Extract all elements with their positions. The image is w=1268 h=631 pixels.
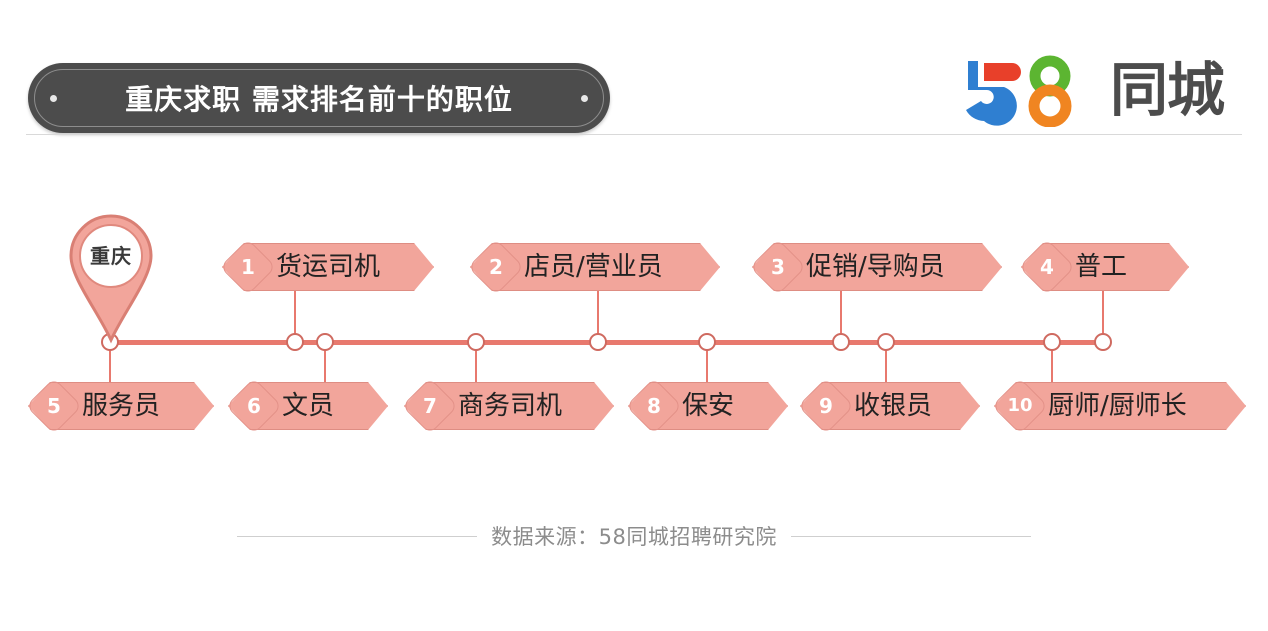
stem-rank-3 — [840, 291, 842, 342]
stem-rank-6 — [324, 342, 326, 384]
timeline-node-1[interactable] — [286, 333, 304, 351]
rank-label: 促销/导购员 — [806, 252, 945, 282]
header-divider — [26, 134, 1242, 135]
timeline-node-7[interactable] — [467, 333, 485, 351]
rank-label: 店员/营业员 — [524, 252, 663, 282]
page-title: 重庆求职 需求排名前十的职位 — [125, 83, 513, 116]
rank-banner-8[interactable]: 8 保安 — [625, 377, 788, 435]
rank-banner-3[interactable]: 3 促销/导购员 — [749, 238, 1002, 296]
stem-rank-2 — [597, 291, 599, 342]
rank-label: 保安 — [682, 391, 735, 421]
banner-shape — [228, 382, 388, 430]
stem-rank-8 — [706, 342, 708, 384]
footer-rule-right — [790, 535, 1031, 537]
stem-rank-7 — [475, 342, 477, 384]
footer: 数据来源：58同城招聘研究院 — [0, 521, 1268, 551]
stem-rank-4 — [1102, 291, 1104, 342]
rank-banner-6[interactable]: 6 文员 — [225, 377, 388, 435]
timeline-node-4[interactable] — [1094, 333, 1112, 351]
data-source-label: 数据来源：58同城招聘研究院 — [491, 525, 777, 549]
logo-wordmark: 同城 — [1109, 56, 1225, 124]
title-dot-left-icon — [50, 94, 57, 102]
rank-number: 8 — [647, 394, 661, 418]
rank-label: 厨师/厨师长 — [1048, 391, 1187, 421]
timeline-node-2[interactable] — [589, 333, 607, 351]
rank-label: 文员 — [282, 391, 335, 421]
banner-shape — [28, 382, 214, 430]
banner-shape — [470, 243, 720, 291]
banner-shape — [994, 382, 1246, 430]
rank-banner-1[interactable]: 1 货运司机 — [219, 238, 434, 296]
rank-label: 收银员 — [854, 391, 933, 421]
rank-banner-7[interactable]: 7 商务司机 — [401, 377, 614, 435]
title-dot-right-icon — [581, 94, 588, 102]
rank-banner-4[interactable]: 4 普工 — [1018, 238, 1189, 296]
rank-label: 服务员 — [82, 391, 161, 421]
rank-number: 3 — [771, 255, 785, 279]
timeline-node-6[interactable] — [316, 333, 334, 351]
footer-rule-left — [237, 535, 478, 537]
stem-rank-10 — [1051, 342, 1053, 384]
city-map-pin: 重庆 — [65, 212, 157, 344]
banner-shape — [752, 243, 1002, 291]
rank-number: 7 — [423, 394, 437, 418]
rank-number: 9 — [819, 394, 833, 418]
timeline-node-9[interactable] — [877, 333, 895, 351]
rank-number: 2 — [489, 255, 503, 279]
brand-logo: 同城 — [954, 52, 1225, 128]
timeline-node-10[interactable] — [1043, 333, 1061, 351]
rank-number: 5 — [47, 394, 61, 418]
rank-banner-9[interactable]: 9 收银员 — [797, 377, 980, 435]
rank-number: 1 — [241, 255, 255, 279]
stem-rank-5 — [109, 342, 111, 384]
logo-58-mark — [965, 55, 1072, 127]
rank-number: 4 — [1040, 255, 1054, 279]
rank-label: 普工 — [1075, 252, 1128, 282]
city-name-label: 重庆 — [90, 244, 132, 268]
rank-label: 商务司机 — [458, 391, 563, 421]
timeline-chart: 重庆 1 货运司机 — [0, 150, 1268, 470]
rank-banner-5[interactable]: 5 服务员 — [25, 377, 214, 435]
banner-shape — [404, 382, 614, 430]
stem-rank-1 — [294, 291, 296, 342]
banner-shape — [628, 382, 788, 430]
map-pin-icon — [69, 214, 153, 344]
stem-rank-9 — [885, 342, 887, 384]
rank-banner-10[interactable]: 10 厨师/厨师长 — [991, 377, 1246, 435]
banner-shape — [800, 382, 980, 430]
rank-number: 6 — [247, 394, 261, 418]
rank-number: 10 — [1007, 395, 1033, 416]
banner-shape — [222, 243, 434, 291]
rank-label: 货运司机 — [276, 252, 381, 282]
rank-banner-2[interactable]: 2 店员/营业员 — [467, 238, 720, 296]
banner-shape — [1021, 243, 1189, 291]
timeline-node-3[interactable] — [832, 333, 850, 351]
page-title-badge: 重庆求职 需求排名前十的职位 — [28, 63, 610, 133]
timeline-node-8[interactable] — [698, 333, 716, 351]
